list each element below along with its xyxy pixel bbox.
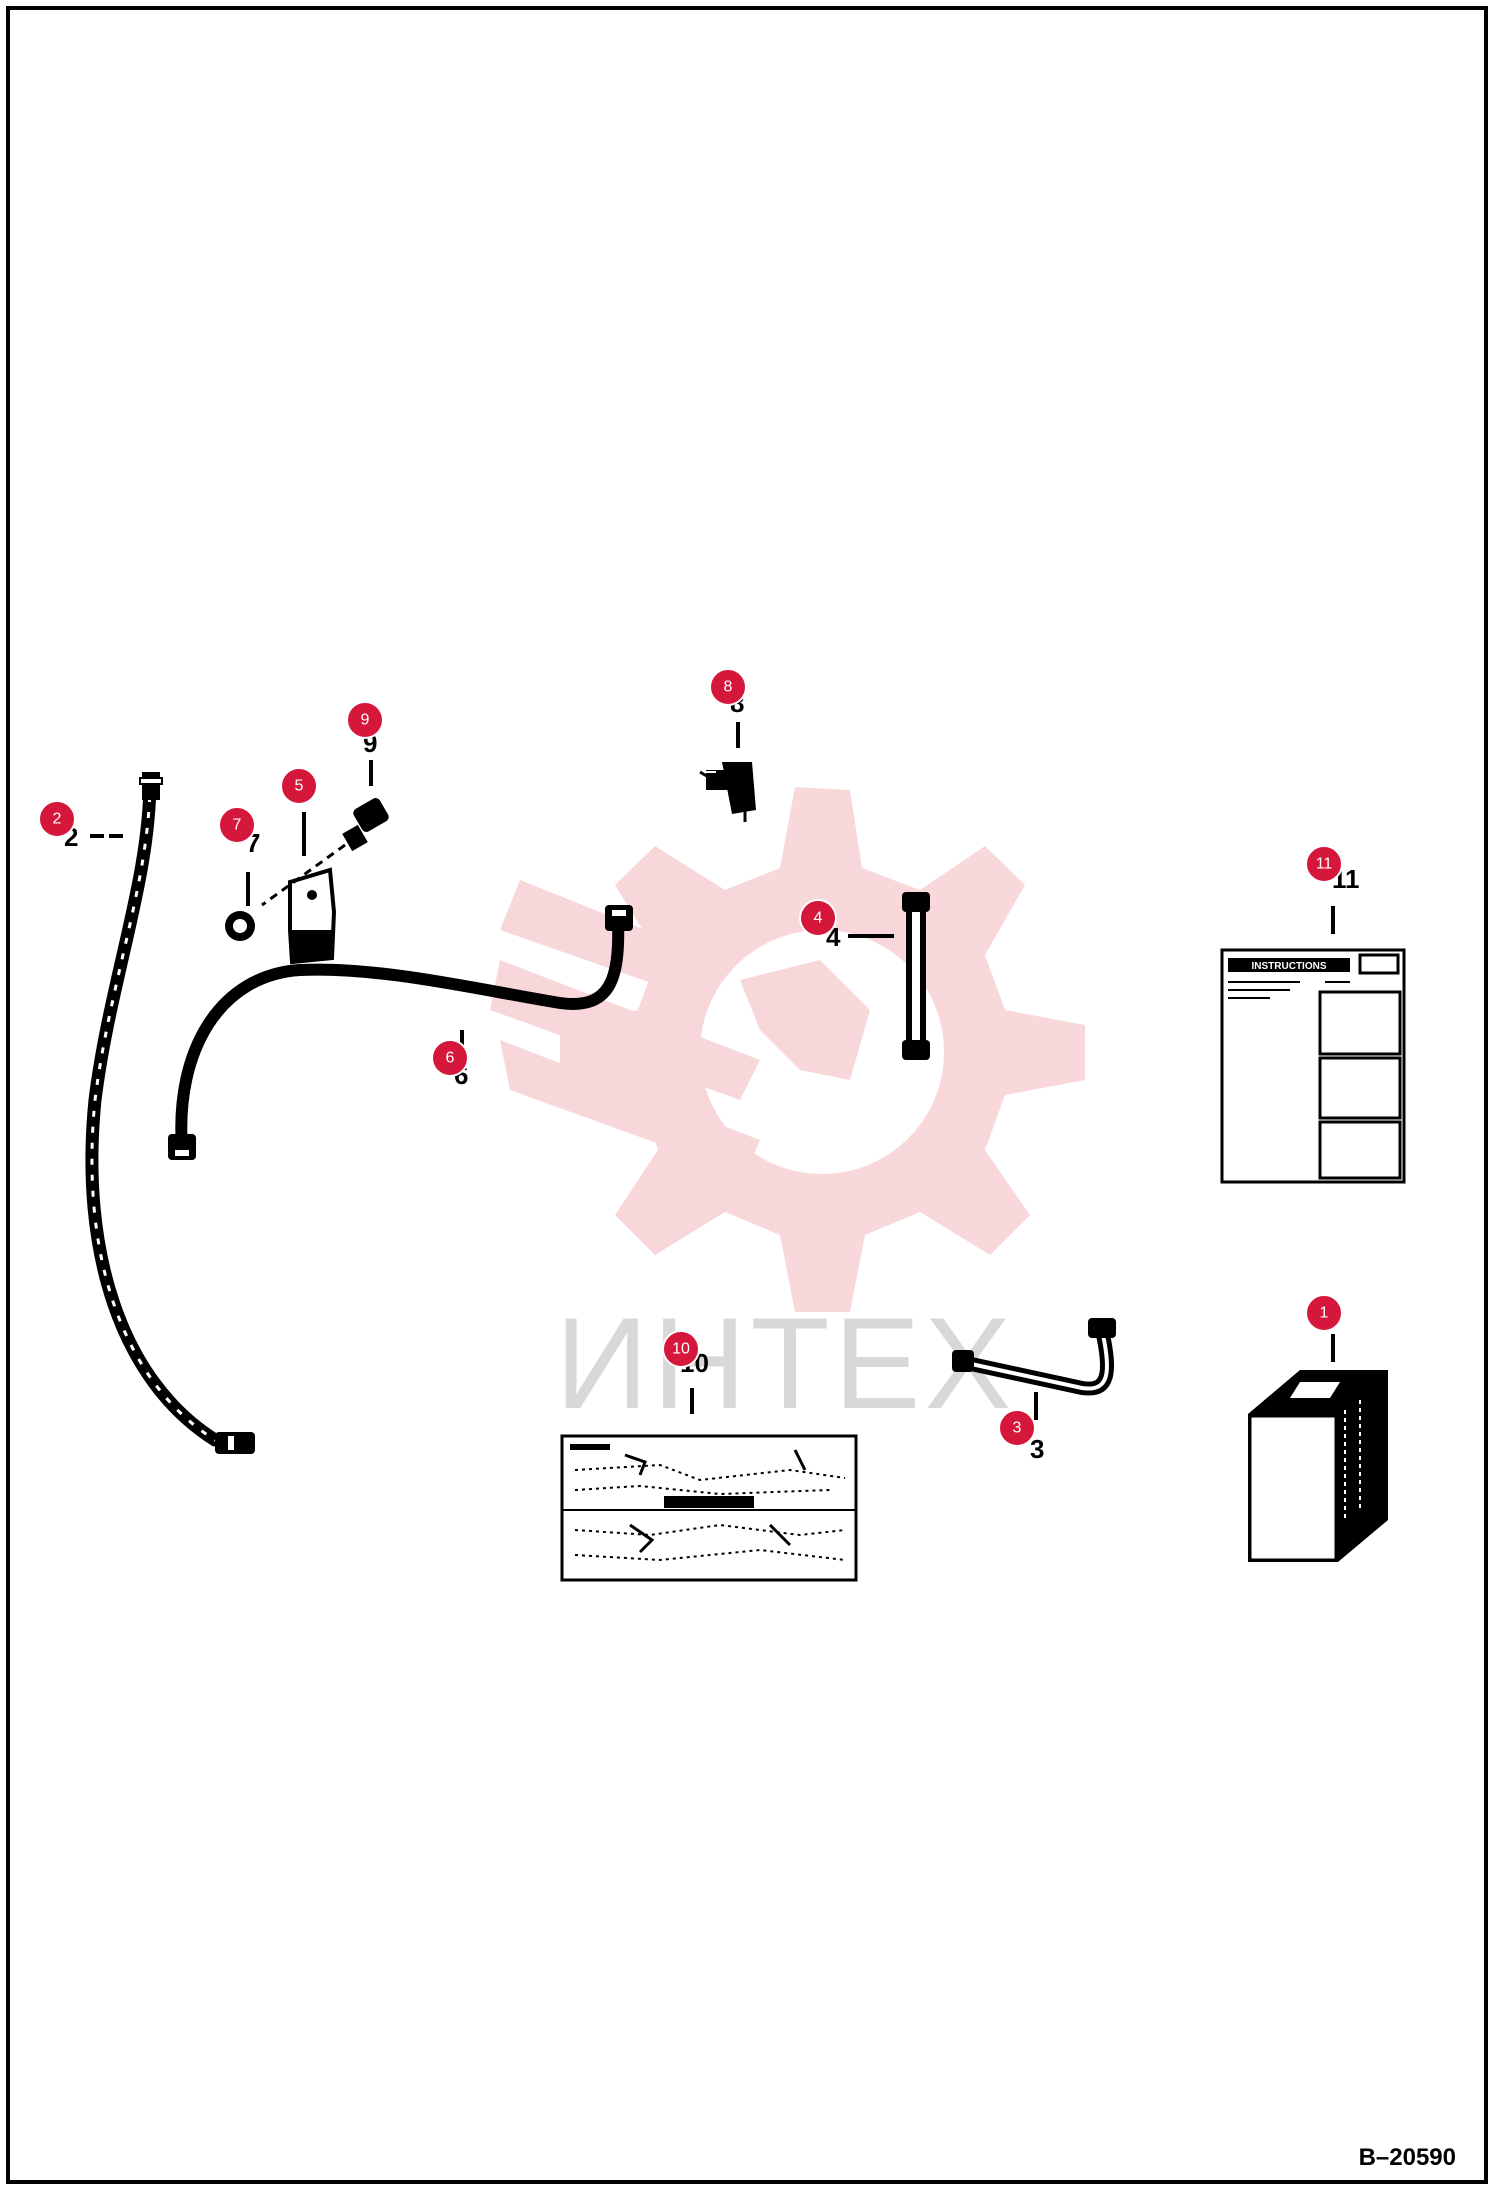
elbow-fitting-part-8 [699, 762, 756, 814]
tube-part-4 [902, 892, 930, 1060]
svg-text:11: 11 [1316, 856, 1333, 873]
svg-text:7: 7 [233, 817, 242, 834]
svg-text:9: 9 [361, 712, 370, 729]
instruction-sheet-title: INSTRUCTIONS [1252, 961, 1327, 972]
part-number-3: 3 [1030, 1434, 1044, 1464]
svg-text:1: 1 [1320, 1305, 1329, 1322]
svg-text:8: 8 [724, 679, 733, 696]
long-hose-part-2 [85, 772, 255, 1454]
watermark-gear-icon [490, 787, 1085, 1312]
callout-6: 6 [431, 1039, 469, 1077]
box-part-1 [1248, 1370, 1388, 1562]
svg-text:10: 10 [672, 1341, 690, 1358]
watermark-text: ИНТЕХ [555, 1290, 1015, 1436]
nut-part-7 [225, 890, 255, 941]
decal-sheet-part-10 [560, 1434, 858, 1582]
callout-9: 9 [346, 701, 384, 739]
callout-10: 10 [662, 1330, 700, 1368]
callout-11: 11 [1305, 845, 1343, 883]
elbow-tube-part-3 [952, 1318, 1116, 1396]
svg-text:6: 6 [446, 1050, 455, 1067]
callout-5: 5 [280, 767, 318, 805]
callout-3: 3 [998, 1409, 1036, 1447]
callout-8: 8 [709, 668, 747, 706]
fitting-part-9 [261, 798, 389, 907]
instruction-sheet-part-11: INSTRUCTIONS [1220, 948, 1406, 1184]
callout-2: 2 [38, 800, 76, 838]
drawing-number: B–20590 [1358, 2144, 1456, 2171]
svg-text:3: 3 [1013, 1420, 1022, 1437]
callout-1: 1 [1305, 1294, 1343, 1332]
hose-part-6 [168, 905, 633, 1160]
bracket-part-5 [288, 867, 337, 965]
svg-text:4: 4 [814, 910, 823, 927]
callout-7: 7 [218, 806, 256, 844]
callout-4: 4 [799, 899, 837, 937]
svg-text:5: 5 [295, 778, 304, 795]
svg-text:2: 2 [53, 811, 62, 828]
